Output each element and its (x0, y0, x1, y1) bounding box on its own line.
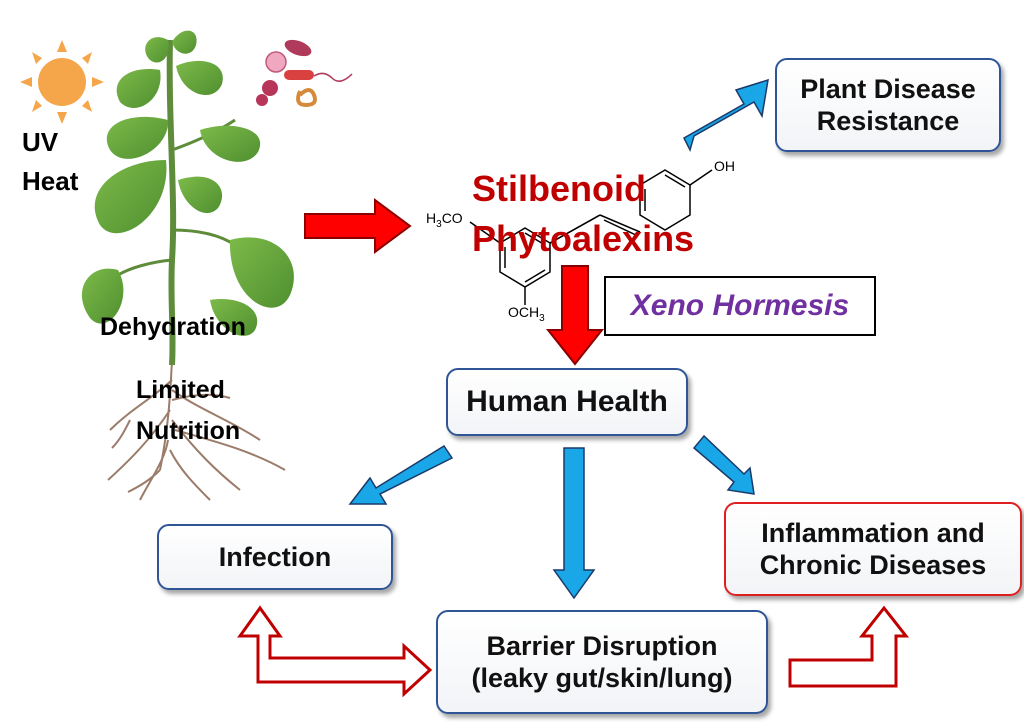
plant-disease-text: Plant Disease Resistance (800, 73, 976, 138)
stilbenoid-label: Stilbenoid (472, 168, 646, 209)
dehydration-label: Dehydration (100, 313, 246, 341)
arrow-barrier-inflammation (788, 605, 910, 688)
xeno-hormesis-label: Xeno Hormesis (630, 289, 850, 322)
plant-icon (81, 30, 294, 366)
inflammation-text: Inflammation and Chronic Diseases (760, 517, 987, 582)
stilbene-structure (469, 169, 713, 305)
arrow-to-infection (348, 444, 454, 505)
sun-icon (20, 40, 104, 124)
limited-label: Limited (136, 376, 225, 404)
barrier-box: Barrier Disruption (leaky gut/skin/lung) (436, 610, 768, 714)
och3-sub: 3 (539, 312, 545, 324)
infection-label: Infection (218, 541, 332, 572)
human-health-label: Human Health (466, 385, 668, 418)
roots-icon (107, 359, 286, 501)
arrow-plant-to-stilbenoid (304, 198, 412, 254)
heat-label: Heat (22, 166, 79, 196)
plant-disease-box: Plant Disease Resistance (775, 58, 1001, 152)
arrow-to-human-health (545, 265, 605, 366)
h3co-h: H (426, 210, 437, 226)
h3co-sub: 3 (436, 218, 442, 230)
uv-label: UV (22, 127, 59, 157)
och3-label: OCH3 (508, 304, 545, 324)
plant-disease-line1: Plant Disease (800, 73, 976, 104)
inflammation-line1: Inflammation and (761, 517, 985, 548)
inflammation-line2: Chronic Diseases (759, 550, 987, 580)
inflammation-box: Inflammation and Chronic Diseases (724, 502, 1022, 596)
arrow-to-barrier (552, 447, 596, 600)
h3co-label: H3CO (426, 210, 463, 230)
arrow-to-inflammation (692, 434, 755, 495)
plant-disease-line2: Resistance (816, 106, 960, 136)
phytoalexins-label: Phytoalexins (472, 218, 695, 259)
barrier-text: Barrier Disruption (leaky gut/skin/lung) (471, 630, 732, 695)
human-health-box: Human Health (446, 368, 688, 436)
xeno-hormesis-box: Xeno Hormesis (604, 276, 876, 336)
microbes-icon (256, 39, 353, 108)
infection-box: Infection (157, 524, 393, 590)
h3co-tail: CO (441, 210, 463, 226)
barrier-line1: Barrier Disruption (486, 630, 718, 661)
oh-label: OH (714, 158, 735, 174)
och3-main: OCH (508, 304, 540, 320)
barrier-line2: (leaky gut/skin/lung) (471, 663, 733, 693)
nutrition-label: Nutrition (136, 417, 241, 445)
arrow-to-plant-disease (683, 78, 769, 153)
arrow-infection-barrier (237, 605, 433, 698)
